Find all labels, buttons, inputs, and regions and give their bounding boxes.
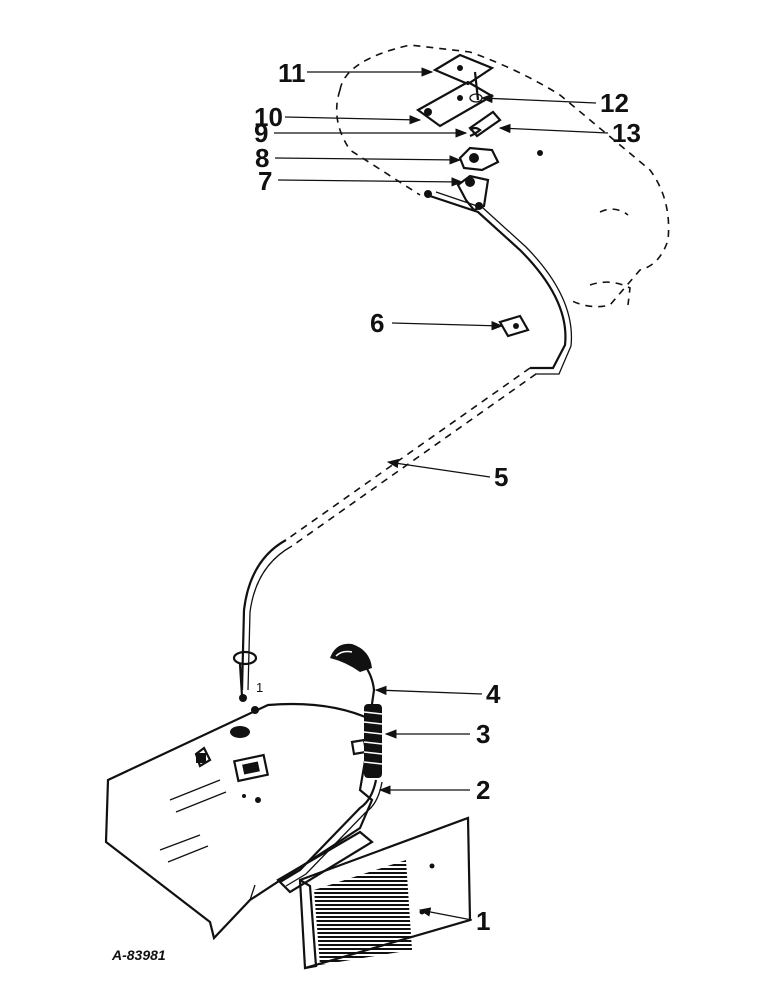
pedal — [298, 816, 472, 970]
callout-9: 9 — [254, 118, 268, 148]
leader-lines — [274, 67, 609, 921]
callout-6: 6 — [370, 308, 384, 338]
leader-13 — [498, 123, 609, 134]
callout-4: 4 — [486, 679, 501, 709]
leader-4 — [374, 685, 483, 696]
spring — [363, 704, 383, 778]
leader-10 — [284, 115, 422, 125]
floor-plate — [104, 702, 374, 941]
callout-1: 1 — [476, 906, 490, 936]
control-cable — [232, 191, 573, 702]
callout-11: 11 — [278, 58, 306, 88]
pedal-rod-assembly — [276, 643, 383, 894]
leader-1 — [418, 907, 473, 921]
callout-labels: 11 10 9 8 7 12 13 6 5 4 3 2 1 1 — [254, 58, 641, 936]
leader-5 — [386, 458, 491, 478]
callout-12: 12 — [600, 88, 629, 118]
leader-8 — [274, 155, 462, 165]
callout-10: 10 — [254, 102, 283, 132]
figure-id: A-83981 — [111, 947, 166, 963]
leader-7 — [277, 177, 464, 187]
small-mark-1: 1 — [256, 680, 263, 695]
leader-12 — [480, 93, 597, 104]
callout-3: 3 — [476, 719, 490, 749]
leader-6 — [391, 321, 504, 331]
callout-8: 8 — [255, 143, 269, 173]
callout-5: 5 — [494, 462, 508, 492]
callout-7: 7 — [258, 166, 272, 196]
upper-housing-outline — [335, 44, 670, 308]
callout-2: 2 — [476, 775, 490, 805]
callout-13: 13 — [612, 118, 641, 148]
